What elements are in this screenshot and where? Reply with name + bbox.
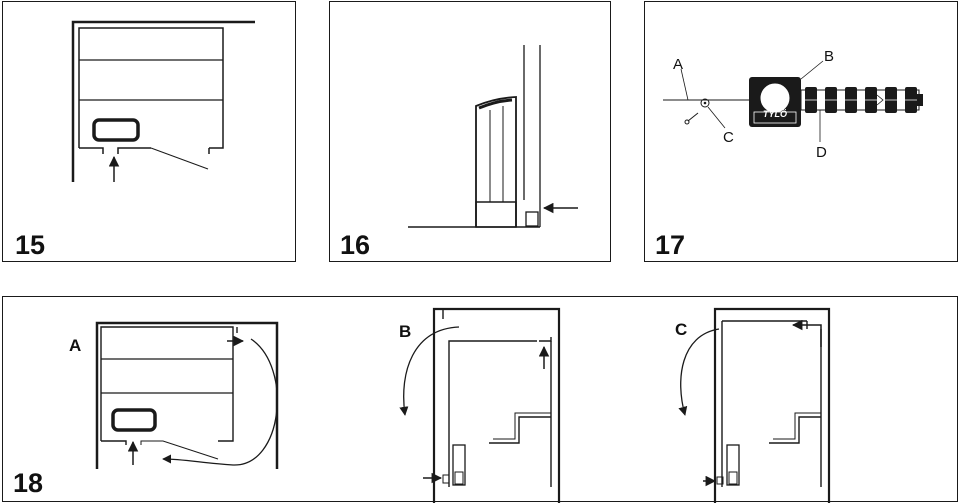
view-b-label: B — [399, 322, 412, 341]
callout-d: D — [816, 144, 827, 161]
figure-number: 17 — [655, 230, 686, 260]
figure-17-drawing — [663, 60, 923, 142]
callout-a: A — [673, 56, 684, 73]
figure-16-drawing — [408, 45, 578, 228]
figure-number: 15 — [15, 230, 46, 260]
view-a — [95, 321, 279, 469]
figure-15-drawing — [71, 20, 255, 182]
heater-unit — [92, 118, 140, 142]
sauna-walls — [71, 20, 255, 182]
view-a-label: A — [69, 336, 82, 355]
figure-18-drawing — [95, 307, 831, 503]
figure-16-panel: 16 — [329, 1, 611, 262]
figure-18-panel: A B C 18 — [2, 296, 958, 503]
figure-number: 16 — [340, 230, 371, 260]
heater-frame — [78, 27, 224, 148]
figure-number: 18 — [13, 468, 44, 498]
view-c-label: C — [675, 320, 688, 339]
callout-c: C — [723, 129, 734, 146]
heater-body — [475, 96, 517, 227]
view-b — [399, 307, 561, 503]
figure-15-panel: 15 — [2, 1, 296, 262]
callout-b: B — [824, 48, 835, 65]
heater-base — [475, 201, 517, 228]
sensor-box — [525, 211, 539, 227]
control-button-icon — [760, 83, 790, 113]
logo-text: TYLÖ — [763, 109, 787, 119]
figure-17-panel: A B C D TYLÖ 17 — [644, 1, 958, 262]
view-c — [678, 307, 831, 503]
